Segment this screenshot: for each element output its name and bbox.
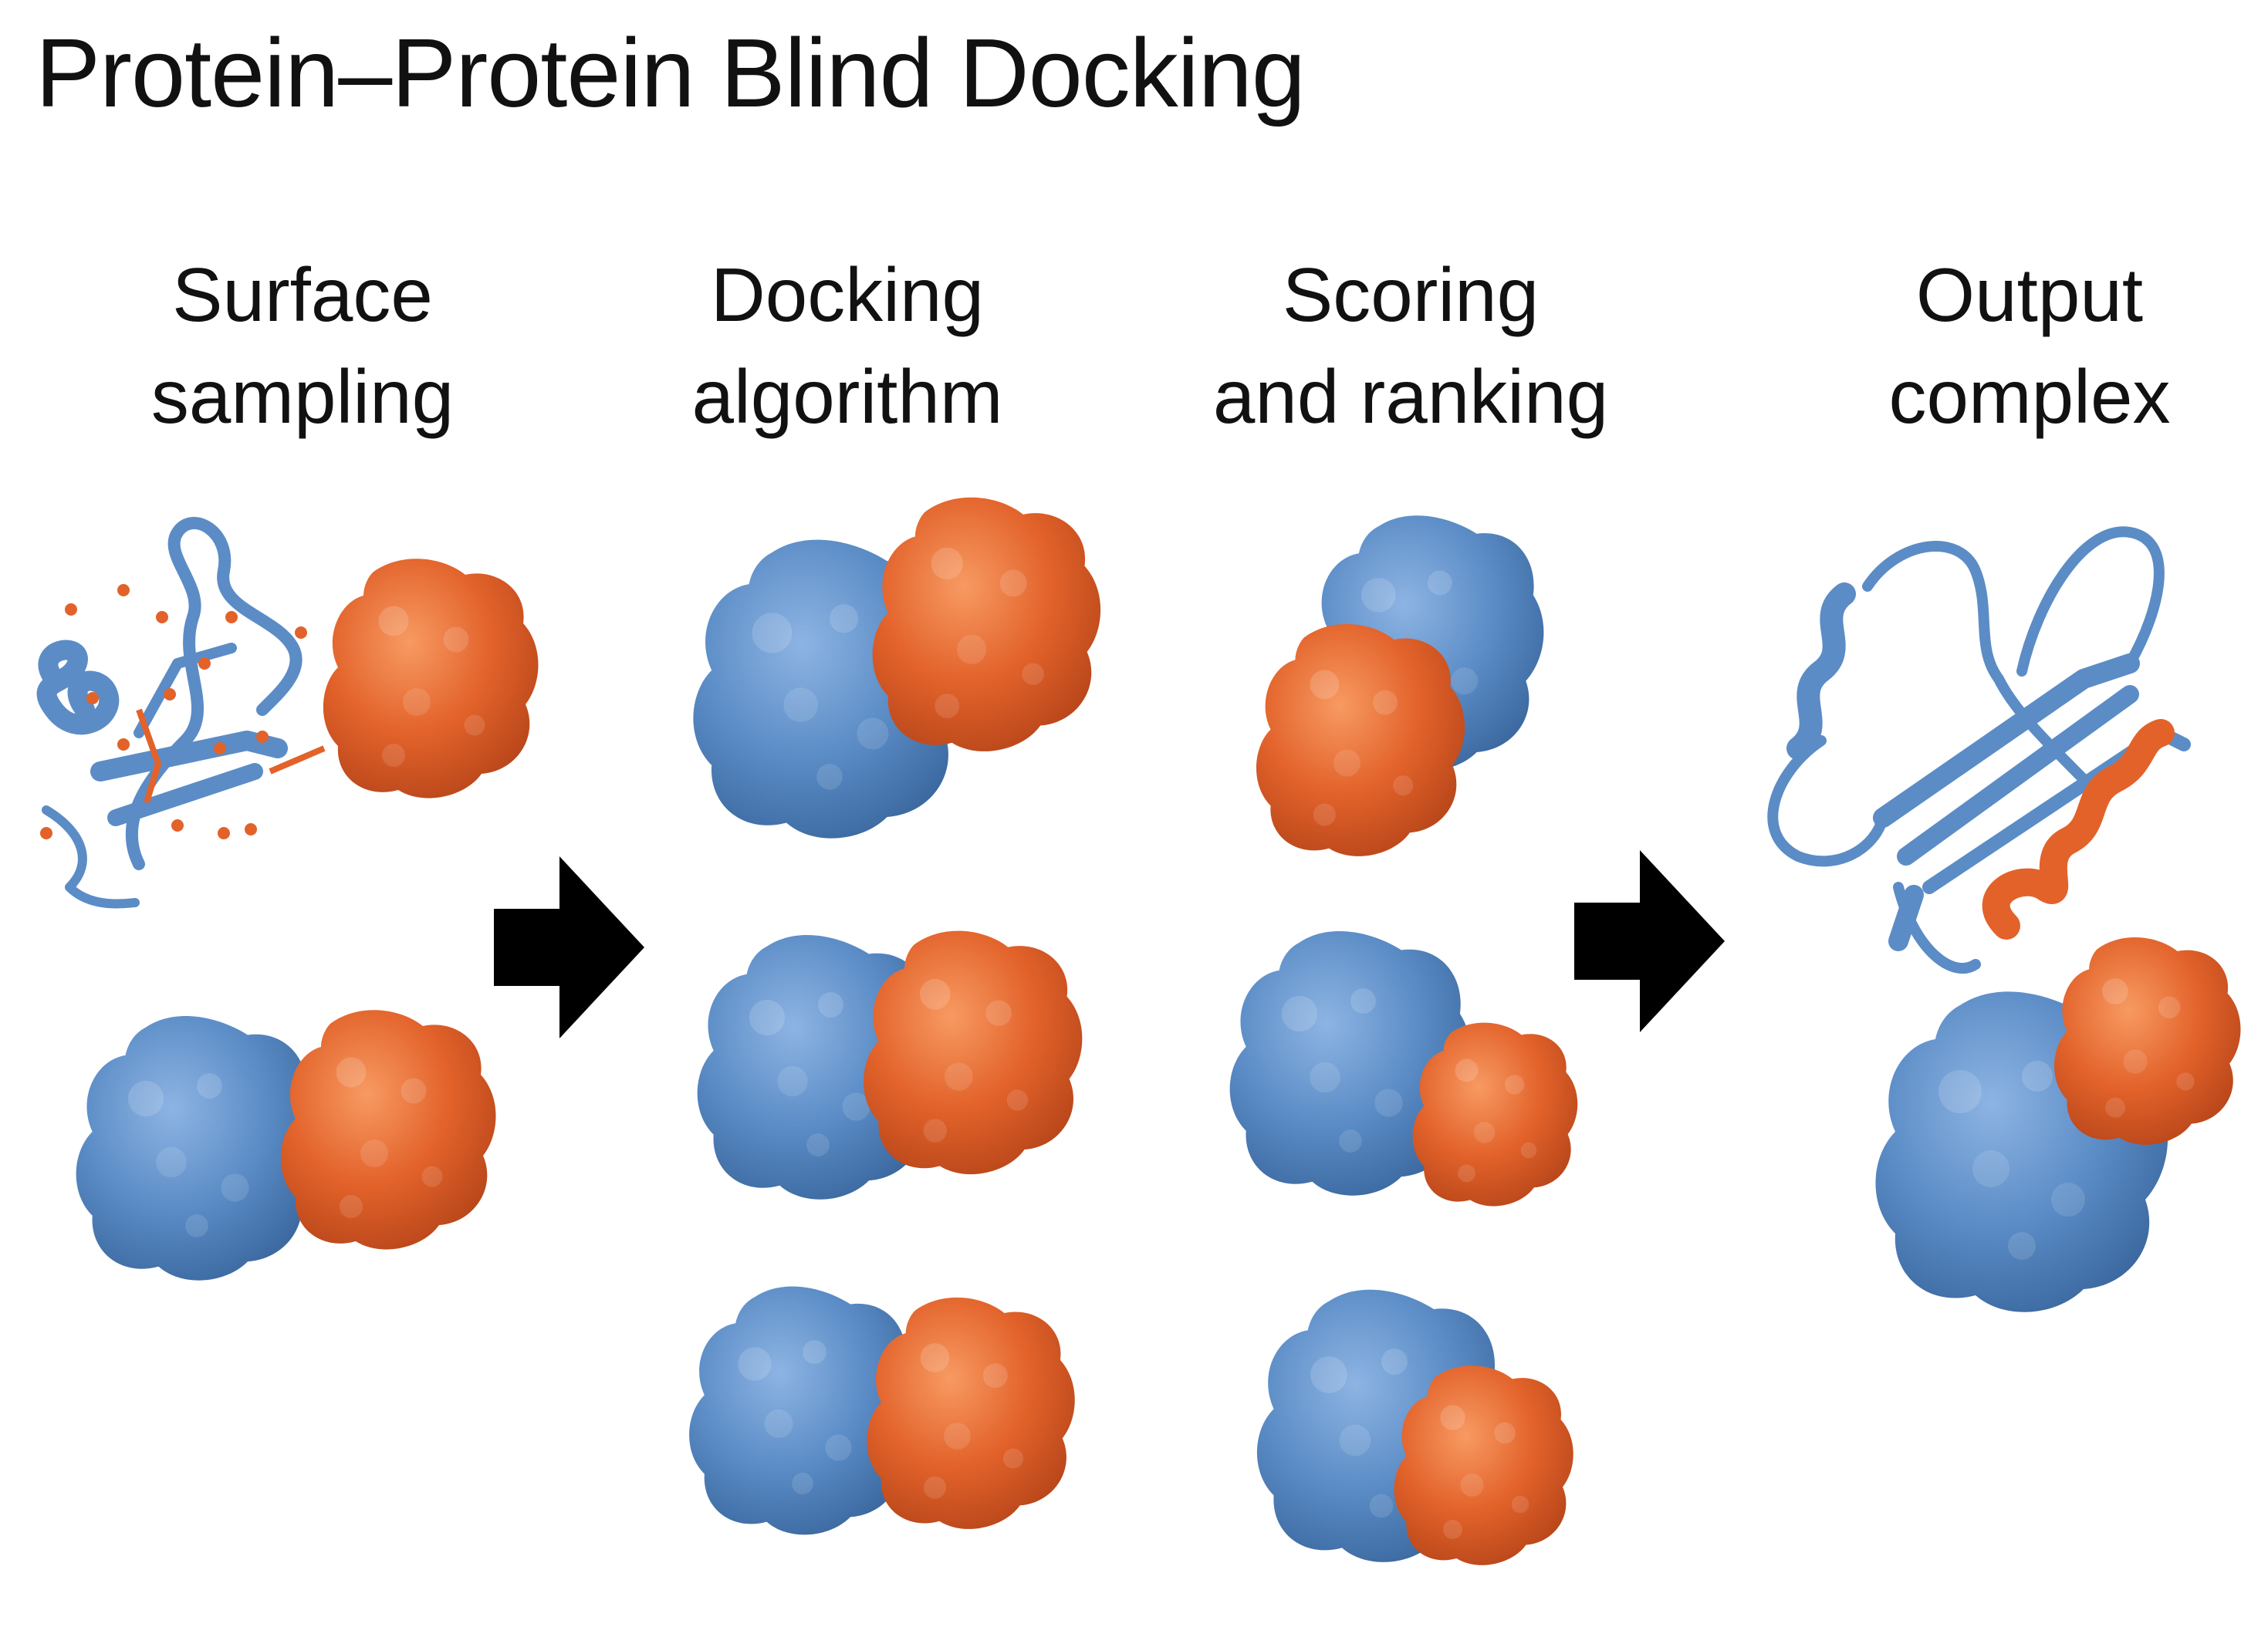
page-title: Protein–Protein Blind Docking bbox=[35, 19, 1306, 127]
sample-pair-blue-protein bbox=[76, 1016, 318, 1281]
step-2-line-1: Docking bbox=[710, 252, 985, 337]
surface-sampling-orange-strand bbox=[136, 708, 162, 804]
step-label-output-complex: Output complex bbox=[1798, 244, 2261, 447]
dock-pose-1-orange bbox=[872, 497, 1101, 751]
surface-sampling-orange-protein bbox=[323, 559, 539, 798]
step-4-line-2: complex bbox=[1888, 354, 2171, 439]
step-4-line-1: Output bbox=[1915, 252, 2144, 337]
surface-sampling-orange-linker bbox=[269, 745, 326, 775]
output-orange-helix bbox=[1982, 719, 2175, 940]
step-label-docking-algorithm: Docking algorithm bbox=[616, 244, 1079, 447]
step-3-line-2: and ranking bbox=[1212, 354, 1609, 439]
output-ribbon bbox=[1767, 526, 2191, 974]
sample-pair-orange-protein bbox=[280, 1010, 496, 1250]
step-label-scoring-ranking: Scoring and ranking bbox=[1179, 244, 1642, 447]
sampling-points bbox=[40, 584, 307, 839]
step-3-line-1: Scoring bbox=[1282, 252, 1540, 337]
output-orange-protein bbox=[2054, 937, 2241, 1145]
right-arrow-icon bbox=[494, 856, 644, 1038]
step-1-line-1: Surface bbox=[172, 252, 433, 337]
surface-sampling-ribbon bbox=[36, 517, 303, 909]
right-arrow-icon bbox=[1574, 850, 1725, 1032]
step-1-line-2: sampling bbox=[150, 354, 455, 439]
step-2-line-2: algorithm bbox=[691, 354, 1003, 439]
step-label-surface-sampling: Surface sampling bbox=[71, 244, 534, 447]
rank-1-orange bbox=[1256, 623, 1465, 856]
